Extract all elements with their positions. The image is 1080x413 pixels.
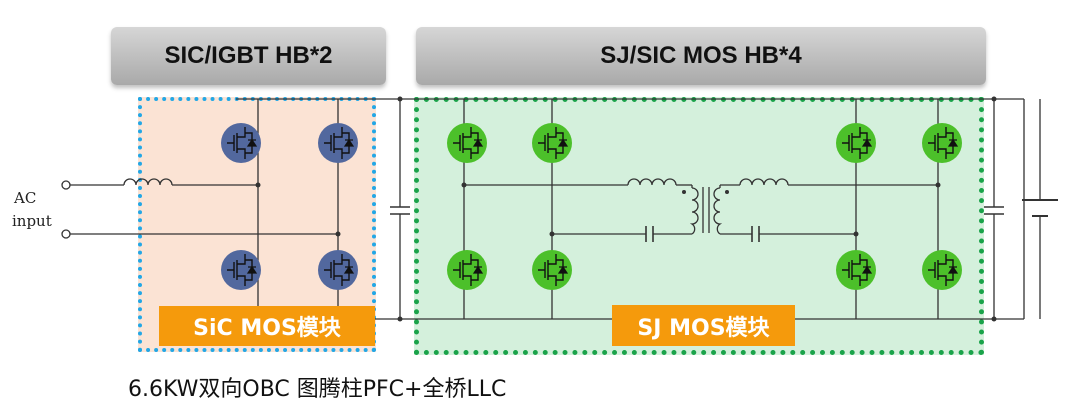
resonant-capacitor-primary	[645, 226, 654, 242]
sic-switch-1	[221, 123, 261, 163]
ac-terminal-bottom	[61, 229, 71, 239]
dot-secondary	[725, 190, 729, 194]
header-sj-sic-mos: SJ/SIC MOS HB*4	[416, 27, 986, 85]
battery-icon	[1022, 199, 1058, 217]
dot-primary	[682, 190, 686, 194]
output-capacitor	[984, 206, 1004, 215]
sj-switch-12	[922, 250, 962, 290]
sic-mos-module-label: SiC MOS模块	[159, 306, 375, 346]
sj-switch-7	[447, 250, 487, 290]
ac-terminal-top	[61, 180, 71, 190]
pfc-inductor	[123, 178, 173, 186]
sic-switch-4	[318, 250, 358, 290]
diagram-caption: 6.6KW双向OBC 图腾柱PFC+全桥LLC	[128, 377, 507, 402]
sj-switch-10	[922, 123, 962, 163]
ac-input-label-line2: input	[12, 212, 52, 230]
junction-dots	[255, 96, 997, 322]
resonant-capacitor-secondary	[751, 226, 760, 242]
sic-switch-3	[221, 250, 261, 290]
header-sic-igbt: SIC/IGBT HB*2	[111, 27, 386, 85]
secondary-resonant-inductor	[739, 178, 789, 186]
transformer	[689, 185, 723, 235]
sj-mos-module-label: SJ MOS模块	[612, 305, 795, 346]
bus-capacitor	[390, 206, 410, 215]
sj-switch-8	[532, 250, 572, 290]
sj-switch-5	[447, 123, 487, 163]
primary-resonant-inductor	[627, 178, 677, 186]
sj-switch-11	[836, 250, 876, 290]
sic-switch-2	[318, 123, 358, 163]
sj-switch-6	[532, 123, 572, 163]
sj-switch-9	[836, 123, 876, 163]
ac-input-label-line1: AC	[14, 189, 37, 207]
